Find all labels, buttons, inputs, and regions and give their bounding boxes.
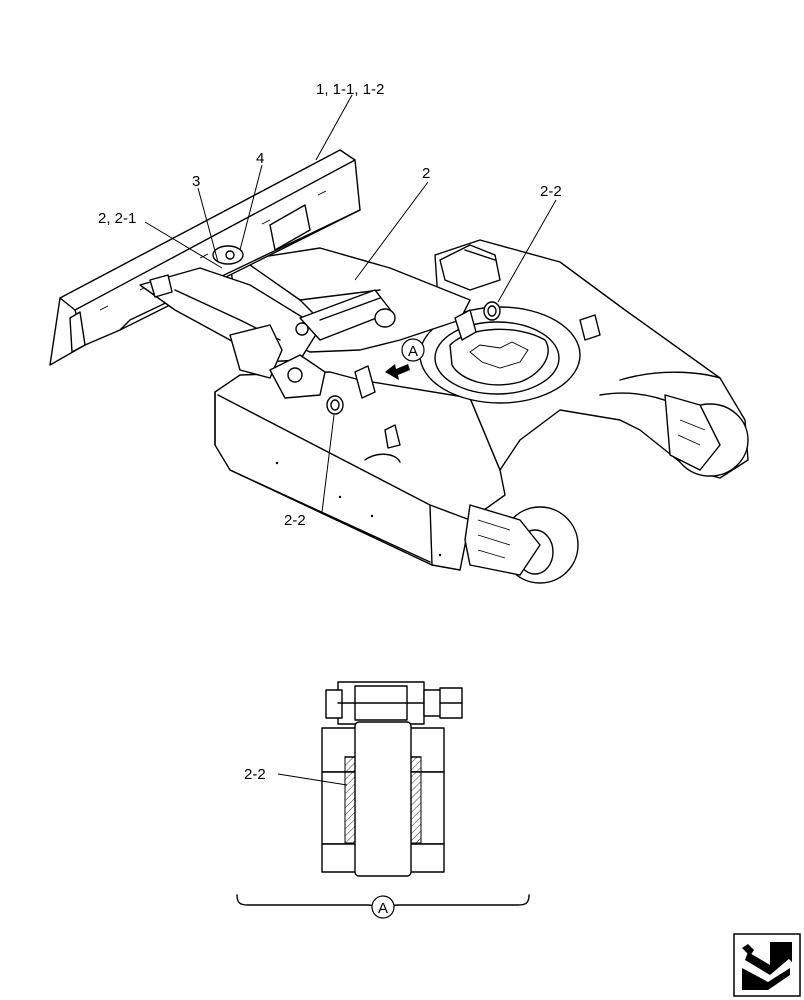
track-frame [214, 371, 506, 571]
callout-detail-bushing: 2-2 [244, 766, 266, 783]
callout-pin: 4 [256, 150, 264, 167]
callout-bushing-bottom: 2-2 [284, 512, 306, 529]
callout-frame: 2 [422, 165, 430, 182]
callout-bushing-top: 2-2 [540, 183, 562, 200]
view-arrow-icon [385, 364, 410, 380]
pin-plate [212, 245, 244, 265]
view-marker-main: A [401, 338, 425, 362]
view-marker-detail: A [371, 895, 395, 919]
detail-view-a [236, 681, 530, 913]
blade-arm [139, 267, 326, 399]
leader-lines [144, 94, 557, 513]
callout-frame-arm: 2, 2-1 [98, 210, 136, 227]
blade-cylinder [295, 289, 396, 341]
view-marker-detail-label: A [378, 900, 388, 917]
bushing-parts [326, 301, 501, 415]
page-turn-arrow-icon[interactable] [733, 933, 801, 997]
callout-plate: 3 [192, 173, 200, 190]
callout-blade: 1, 1-1, 1-2 [316, 81, 384, 98]
idler [464, 504, 579, 584]
view-marker-main-label: A [408, 343, 418, 360]
right-track [434, 239, 749, 479]
assembly-illustration [49, 94, 749, 584]
